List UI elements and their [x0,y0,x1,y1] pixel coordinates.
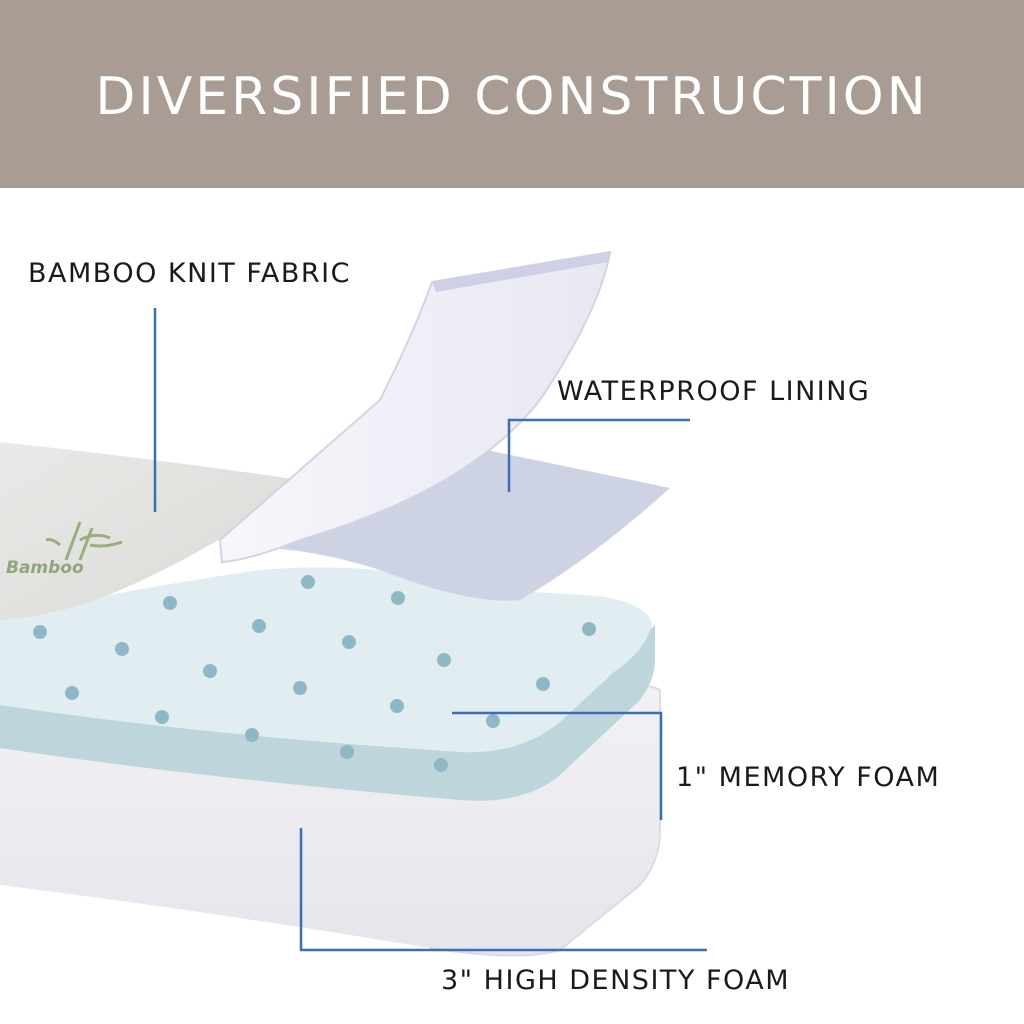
bamboo-knit-fabric-label: BAMBOO KNIT FABRIC [28,258,351,289]
memory-foam-top [0,567,652,753]
bamboo-logo-text: Bamboo [6,558,84,578]
leader-high-density [299,828,707,952]
high-density-foam-label: 3" HIGH DENSITY FOAM [441,965,791,996]
title-banner: DIVERSIFIED CONSTRUCTION [0,0,1024,188]
page-title: DIVERSIFIED CONSTRUCTION [95,67,929,127]
mattress-layers-diagram [0,250,707,957]
leader-waterproof [507,418,690,492]
leader-lines [153,308,707,952]
memory-foam-side-band [0,625,655,801]
memory-foam-perforations [33,575,596,772]
waterproof-lining-label: WATERPROOF LINING [557,376,871,407]
bamboo-logo-icon [45,521,123,561]
fabric-curl [218,250,612,564]
leader-memory [452,711,663,820]
bamboo-knit-fabric-layer [0,442,300,620]
waterproof-lining-layer [240,443,670,601]
memory-foam-label: 1" MEMORY FOAM [676,762,941,793]
